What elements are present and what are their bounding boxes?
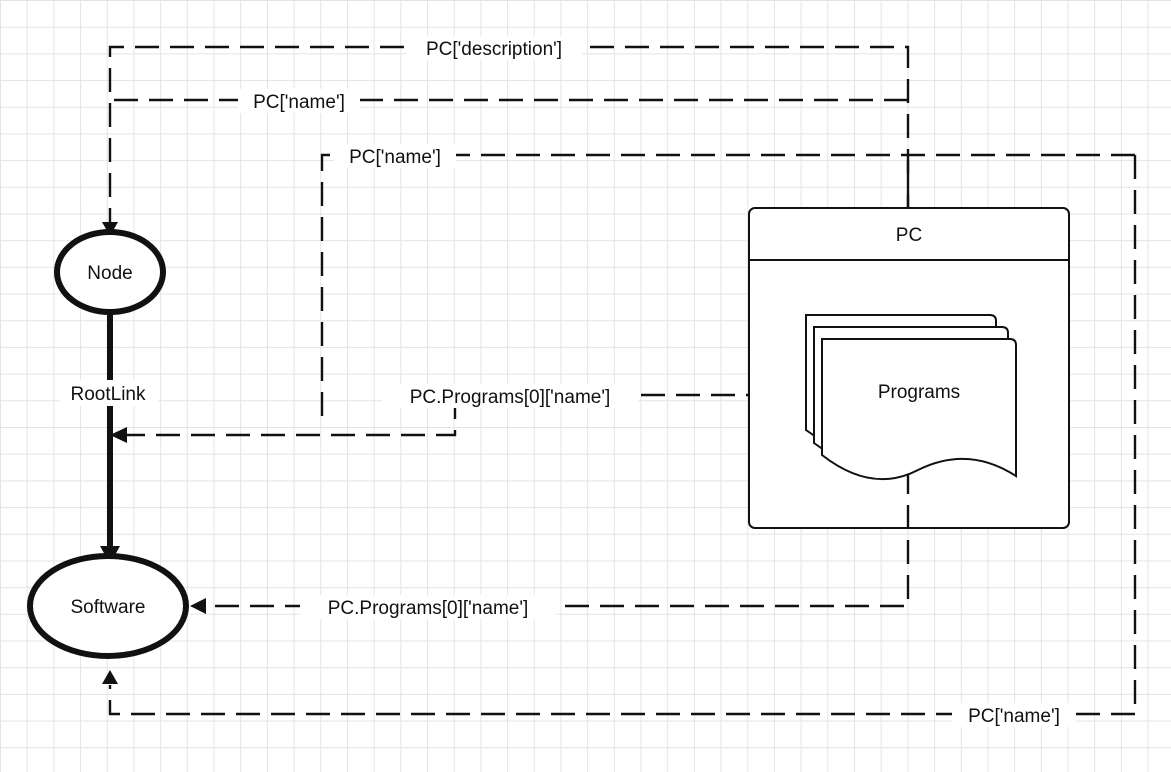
edge-label-pc-description: PC['description'] bbox=[426, 39, 562, 60]
edge-label-bg-name-middle bbox=[334, 144, 456, 168]
arrowhead-software-bottom bbox=[102, 670, 118, 684]
edge-label-bg-programs-upper bbox=[382, 384, 638, 408]
node-programs-label: Programs bbox=[878, 382, 960, 403]
node-node-label: Node bbox=[87, 263, 132, 284]
arrowhead-software-right bbox=[190, 598, 206, 614]
edge-pc-name-bottom bbox=[108, 685, 1135, 716]
edge-pc-name-middle bbox=[320, 153, 1135, 422]
node-node[interactable] bbox=[54, 229, 166, 315]
edge-label-bg-name-top bbox=[238, 89, 360, 113]
edge-label-pc-name-top: PC['name'] bbox=[253, 92, 345, 113]
node-software[interactable] bbox=[27, 553, 189, 659]
programs-doc-front bbox=[821, 338, 1017, 481]
node-software-label: Software bbox=[71, 597, 146, 618]
edge-label-bg-name-bottom bbox=[952, 703, 1076, 727]
node-pc-label: PC bbox=[896, 225, 922, 246]
edge-label-pc-name-bottom: PC['name'] bbox=[968, 706, 1060, 727]
edge-label-rootlink: RootLink bbox=[71, 384, 146, 405]
edge-label-bg-programs-lower bbox=[300, 595, 556, 619]
edge-label-pc-name-middle: PC['name'] bbox=[349, 147, 441, 168]
edge-label-pc-programs-lower: PC.Programs[0]['name'] bbox=[328, 598, 529, 619]
edge-label-pc-programs-upper: PC.Programs[0]['name'] bbox=[410, 387, 611, 408]
edge-label-bg-description bbox=[406, 36, 582, 60]
node-programs[interactable] bbox=[805, 314, 1017, 481]
arrowhead-rootlink-left bbox=[110, 427, 127, 443]
edge-label-bg-rootlink bbox=[60, 380, 158, 406]
edge-pc-description bbox=[108, 45, 910, 222]
